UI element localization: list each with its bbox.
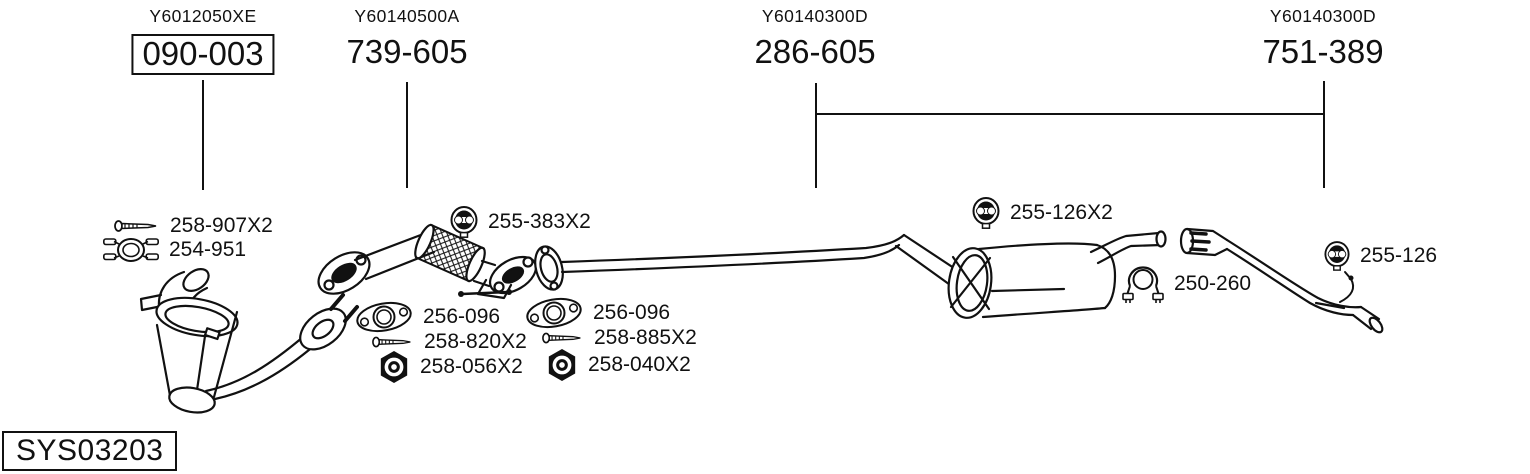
leader-lines [202, 80, 1325, 190]
assembly-2: Y60140500A 739-605 [346, 6, 467, 71]
callout-bolt: 258-907X2 [114, 214, 273, 238]
callout-rubber-hanger: 255-126 [1324, 241, 1437, 271]
part-number-label[interactable]: 256-096 [423, 305, 501, 328]
part-number-label[interactable]: 258-056X2 [420, 355, 523, 378]
part-number-label[interactable]: 255-126X2 [1010, 201, 1113, 224]
front-flex-pipe-drawing [317, 223, 564, 300]
callout-pipe-clamp: 254-951 [103, 235, 246, 265]
part-number-label[interactable]: 254-951 [169, 238, 247, 261]
band-clamp-icon [1122, 266, 1164, 304]
tail-pipe-drawing [1179, 227, 1384, 334]
callout-rubber-hanger: 255-383X2 [450, 206, 591, 238]
assembly-part-number[interactable]: 286-605 [754, 33, 876, 70]
part-number-label[interactable]: 255-383X2 [488, 210, 591, 233]
assembly-ref-code: Y60140300D [761, 6, 869, 26]
part-number-label[interactable]: 258-885X2 [594, 326, 697, 349]
callout-nut: 258-040X2 [546, 347, 691, 383]
part-number-label[interactable]: 256-096 [593, 301, 671, 324]
assembly-3: Y60140300D 286-605 [754, 6, 875, 71]
callout-rubber-hanger: 255-126X2 [972, 197, 1113, 229]
rubber-hanger-icon [972, 197, 1000, 229]
rubber-hanger-icon [450, 206, 478, 238]
callout-bolt: 258-820X2 [372, 330, 527, 354]
assembly-ref-code: Y6012050XE [149, 6, 257, 26]
assembly-part-number[interactable]: 751-389 [1262, 33, 1384, 70]
callout-nut: 258-056X2 [378, 349, 523, 385]
part-number-label[interactable]: 258-907X2 [170, 214, 273, 237]
pipe-clamp-icon [103, 238, 159, 262]
system-code-badge: SYS03203 [2, 431, 178, 471]
part-number-label[interactable]: 258-040X2 [588, 353, 691, 376]
part-number-label[interactable]: 255-126 [1360, 244, 1438, 267]
muffler-drawing [947, 230, 1167, 319]
nut-icon [380, 351, 408, 383]
assembly-ref-code: Y60140300D [1269, 6, 1377, 26]
assembly-ref-code: Y60140500A [354, 6, 460, 26]
bolt-icon [114, 220, 157, 232]
part-number-label[interactable]: 250-260 [1174, 272, 1252, 295]
callout-bolt: 258-885X2 [542, 326, 697, 350]
assembly-4: Y60140300D 751-389 [1262, 6, 1383, 71]
bolt-icon [372, 336, 412, 348]
catalytic-converter-drawing [139, 267, 359, 414]
assembly-1: Y6012050XE 090-003 [131, 6, 275, 75]
callout-band-clamp: 250-260 [1122, 264, 1251, 304]
rubber-hanger-icon [1324, 241, 1350, 271]
bolt-icon [542, 332, 582, 344]
assembly-part-number[interactable]: 090-003 [131, 34, 275, 75]
nut-icon [548, 349, 576, 381]
callout-gasket: 256-096 [355, 299, 500, 335]
middle-pipe-drawing [560, 233, 968, 289]
callout-gasket: 256-096 [525, 295, 670, 331]
part-number-label[interactable]: 258-820X2 [424, 330, 527, 353]
assembly-part-number[interactable]: 739-605 [346, 33, 468, 70]
